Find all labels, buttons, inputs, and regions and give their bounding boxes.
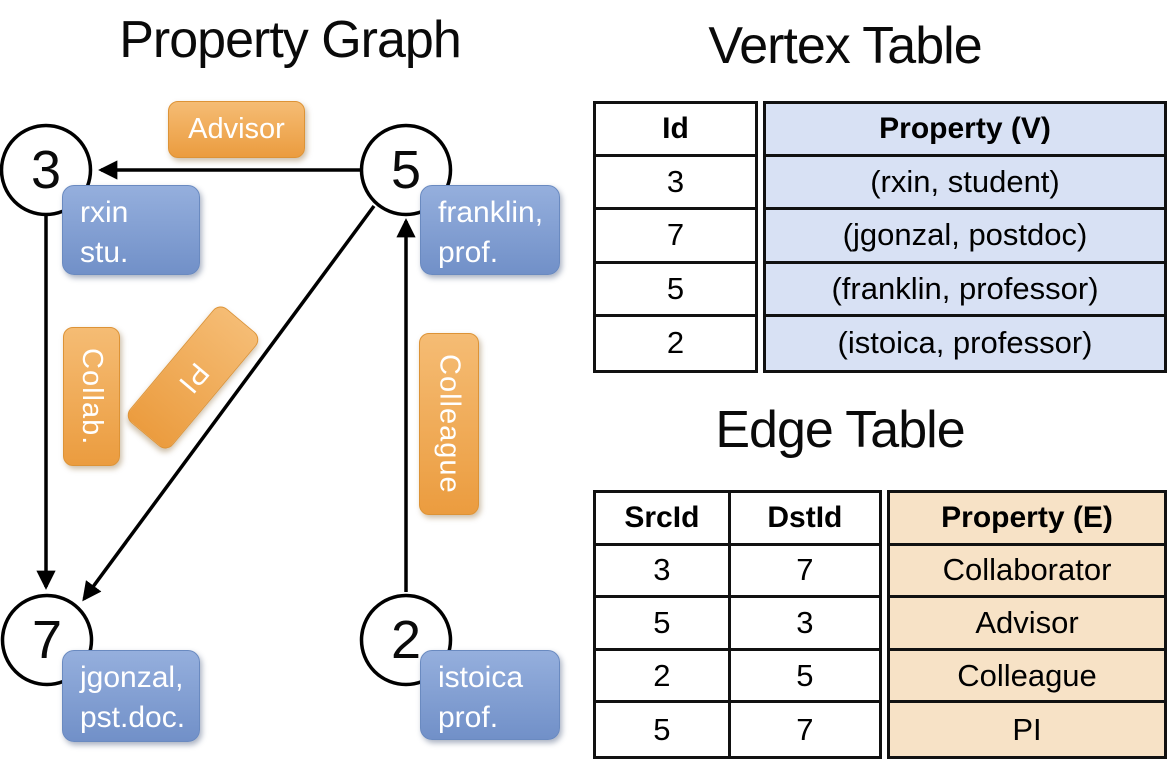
edge-table-header-property: Property (E) bbox=[890, 493, 1164, 546]
edge-label-collab-text: Collab. bbox=[76, 347, 108, 446]
vertex-table-id-cell: 3 bbox=[596, 157, 755, 211]
edge-table-dst-cell: 7 bbox=[796, 711, 814, 747]
vertex-table-property-cell: (franklin, professor) bbox=[766, 264, 1164, 317]
vertex-table-id-column: Id 3 7 5 2 bbox=[593, 101, 758, 373]
edge-line-pi-5-to-7 bbox=[82, 204, 376, 602]
edge-table-property-cell: Collaborator bbox=[890, 546, 1164, 599]
edge-table-src-cell: 5 bbox=[596, 598, 731, 651]
node-props-7-line2: pst.doc. bbox=[80, 701, 186, 734]
node-props-2: istoica prof. bbox=[420, 650, 560, 740]
node-props-5-line2: prof. bbox=[438, 236, 499, 269]
node-props-7: jgonzal, pst.doc. bbox=[62, 650, 200, 742]
edge-label-advisor-text: Advisor bbox=[188, 113, 285, 145]
edge-label-colleague-text: Colleague bbox=[433, 354, 466, 494]
node-props-5: franklin, prof. bbox=[420, 185, 560, 275]
vertex-table-property-cell: (jgonzal, postdoc) bbox=[766, 210, 1164, 264]
node-props-2-line2: prof. bbox=[438, 701, 499, 734]
edge-table-src-cell: 5 bbox=[596, 703, 731, 756]
edge-table-title: Edge Table bbox=[715, 401, 965, 459]
vertex-table-property-column: Property (V) (rxin, student) (jgonzal, p… bbox=[763, 101, 1167, 373]
vertex-table-id-cell: 7 bbox=[596, 210, 755, 264]
vertex-table-property-cell: (istoica, professor) bbox=[837, 325, 1093, 361]
vertex-table-id-cell: 5 bbox=[596, 264, 755, 317]
edge-table-dst-cell: 3 bbox=[730, 598, 879, 651]
node-props-2-line1: istoica bbox=[438, 661, 524, 694]
node-props-7-line1: jgonzal, bbox=[80, 661, 184, 694]
node-label-3: 3 bbox=[30, 140, 62, 200]
node-props-3-line1: rxin bbox=[80, 196, 129, 229]
property-graph-title: Property Graph bbox=[119, 11, 462, 69]
edge-label-collab: Collab. bbox=[63, 327, 120, 466]
vertex-table-header-id: Id bbox=[596, 104, 755, 158]
node-label-2: 2 bbox=[390, 610, 422, 670]
edge-table-property-cell: Advisor bbox=[890, 598, 1164, 651]
edge-table-src-cell: 3 bbox=[596, 545, 731, 599]
edge-table-property-cell: PI bbox=[1012, 711, 1042, 747]
edge-label-advisor: Advisor bbox=[168, 101, 305, 158]
node-props-5-line1: franklin, bbox=[438, 196, 544, 229]
node-props-3-line2: stu. bbox=[80, 236, 129, 269]
node-props-3: rxin stu. bbox=[62, 185, 200, 275]
edge-label-colleague: Colleague bbox=[419, 333, 479, 515]
edge-table-dst-cell: 5 bbox=[730, 651, 879, 704]
edge-label-pi-text: PI bbox=[171, 356, 216, 400]
edge-table-header-dstid: DstId bbox=[730, 493, 879, 546]
vertex-table-header-property: Property (V) bbox=[766, 104, 1164, 158]
edge-table-header-srcid: SrcId bbox=[596, 493, 731, 546]
edge-table-property-cell: Colleague bbox=[890, 651, 1164, 704]
vertex-table-title: Vertex Table bbox=[708, 17, 982, 75]
vertex-table-property-cell: (rxin, student) bbox=[766, 157, 1164, 211]
edge-table-property-column: Property (E) Collaborator Advisor Collea… bbox=[887, 490, 1167, 759]
vertex-table-id-cell: 2 bbox=[666, 325, 685, 361]
edge-table-src-cell: 2 bbox=[596, 650, 731, 704]
node-label-5: 5 bbox=[390, 140, 422, 200]
node-label-7: 7 bbox=[31, 610, 63, 670]
edge-table-dst-cell: 7 bbox=[730, 546, 879, 599]
edge-table-src-dst-columns: SrcId DstId 3 7 5 3 2 5 5 7 bbox=[593, 490, 882, 759]
